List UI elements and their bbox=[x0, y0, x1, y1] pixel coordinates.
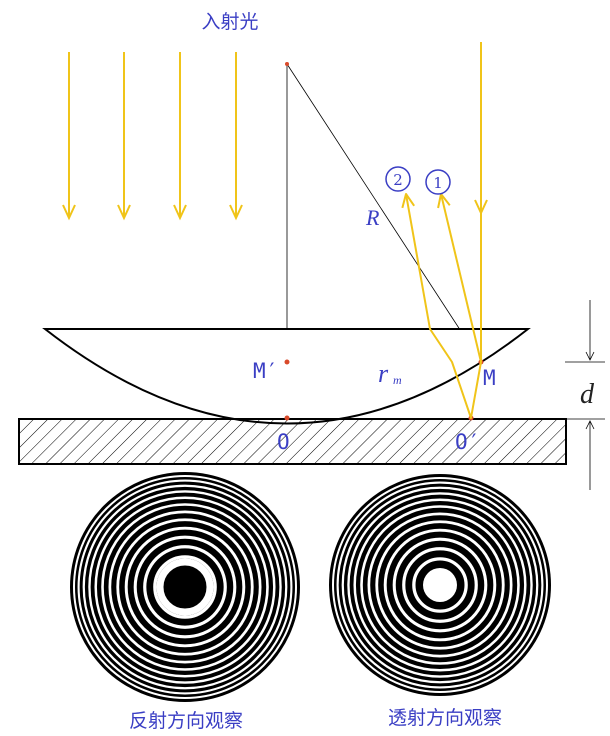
interference-ring bbox=[402, 547, 478, 623]
interference-ring bbox=[108, 510, 262, 664]
bright-center-spot bbox=[423, 568, 457, 602]
svg-text:1: 1 bbox=[433, 174, 443, 192]
point-m-prime-label: M′ bbox=[253, 359, 278, 383]
arrow-icon bbox=[229, 204, 243, 221]
interference-ring bbox=[392, 537, 488, 633]
point-m-label: M bbox=[483, 366, 496, 390]
interference-ring bbox=[347, 492, 533, 678]
interference-ring bbox=[133, 535, 237, 639]
transmission-caption: 透射方向观察 bbox=[388, 707, 502, 729]
r-m-label: r m bbox=[378, 359, 402, 388]
interference-ring bbox=[124, 526, 246, 648]
dark-center-spot bbox=[167, 569, 203, 605]
transmission-ring-pattern bbox=[329, 474, 551, 696]
radius-line bbox=[286, 63, 482, 363]
svg-text:r: r bbox=[378, 359, 389, 388]
curvature-center-dot bbox=[285, 62, 289, 66]
svg-text:m: m bbox=[393, 373, 402, 387]
arrow-icon bbox=[173, 204, 187, 221]
interference-ring bbox=[82, 484, 288, 690]
interference-ring bbox=[353, 498, 527, 672]
reflection-caption: 反射方向观察 bbox=[129, 710, 243, 732]
arrow-icon bbox=[474, 199, 488, 214]
reflected-rays bbox=[401, 42, 488, 419]
glass-plate bbox=[18, 418, 567, 465]
interference-ring bbox=[336, 481, 544, 689]
svg-text:2: 2 bbox=[393, 171, 403, 189]
interference-ring bbox=[77, 479, 293, 695]
ray-1 bbox=[440, 193, 482, 363]
reflection-ring-pattern bbox=[70, 472, 300, 702]
interference-ring bbox=[332, 477, 548, 693]
arrow-icon bbox=[401, 193, 415, 209]
incident-light-label: 入射光 bbox=[201, 11, 258, 33]
interference-ring bbox=[88, 490, 282, 684]
interference-ring bbox=[383, 528, 497, 642]
ray-1-label: 1 bbox=[425, 169, 451, 195]
gap-d-label: d bbox=[580, 379, 595, 410]
interference-ring bbox=[360, 505, 520, 665]
radius-label: R bbox=[365, 205, 380, 230]
arrow-icon bbox=[62, 204, 76, 221]
point-o-prime-label: O′ bbox=[455, 430, 480, 454]
interference-ring bbox=[367, 512, 513, 658]
interference-ring bbox=[412, 557, 468, 613]
incident-rays bbox=[62, 52, 243, 221]
interference-ring bbox=[73, 475, 297, 699]
point-m-prime-dot bbox=[284, 359, 290, 365]
interference-ring bbox=[143, 545, 227, 629]
interference-ring bbox=[341, 486, 539, 684]
interference-ring bbox=[101, 503, 269, 671]
point-o-label: O bbox=[277, 430, 290, 454]
interference-ring bbox=[116, 518, 254, 656]
ray-2-label: 2 bbox=[385, 166, 411, 192]
lens bbox=[42, 328, 531, 425]
ray-2 bbox=[405, 193, 482, 419]
interference-ring bbox=[153, 555, 217, 619]
arrow-icon bbox=[117, 204, 131, 221]
interference-ring bbox=[375, 520, 505, 650]
interference-ring bbox=[94, 496, 276, 678]
point-o-dot bbox=[284, 415, 290, 421]
interference-ring bbox=[156, 558, 214, 616]
gap-dimension bbox=[565, 300, 605, 490]
